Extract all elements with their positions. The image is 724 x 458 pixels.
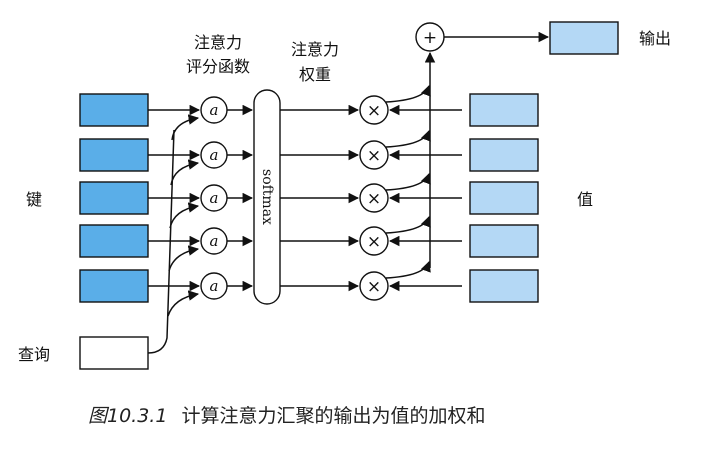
attention-weights-label-line2: 权重 [299,65,331,84]
scoring-function-label-line2: 评分函数 [186,57,250,76]
score-symbol: a [210,277,219,295]
score-symbol: a [210,146,219,164]
times-symbol: × [367,101,381,121]
query-to-score-arrow [169,202,200,229]
softmax-block [253,89,281,305]
multiply-node [359,226,389,256]
output-label: 输出 [639,29,671,48]
multiply-to-bus-arrow [385,216,431,234]
value-box [469,93,539,127]
value-box [469,138,539,172]
plus-symbol: + [423,28,437,48]
scoring-function-label-line1: 注意力 [194,33,242,52]
multiply-node [359,183,389,213]
query-to-score-arrow [171,114,200,141]
key-box [79,224,149,258]
query-to-score-arrow [168,245,200,272]
attention-weights-label-line1: 注意力 [291,40,339,59]
values-label: 值 [577,190,593,209]
times-symbol: × [367,146,381,166]
key-box [79,93,149,127]
query-to-score-arrow [167,290,200,317]
multiply-to-bus-arrow [385,173,431,191]
score-symbol: a [210,101,219,119]
value-box [469,269,539,303]
rows-group: a × a × a × a × a × [79,85,539,317]
key-box [79,138,149,172]
query-to-score-arrow [170,159,200,186]
caption-number: 图10.3.1 [88,405,167,427]
key-box [79,269,149,303]
score-symbol: a [210,189,219,207]
caption-text: 计算注意力汇聚的输出为值的加权和 [181,405,485,427]
query-box [79,336,149,370]
multiply-node [359,95,389,125]
multiply-node [359,140,389,170]
multiply-node [359,271,389,301]
multiply-to-bus-arrow [385,261,431,279]
output-box [549,21,619,55]
score-symbol: a [210,232,219,250]
times-symbol: × [367,277,381,297]
query-label: 查询 [18,345,50,364]
caption: 图10.3.1 计算注意力汇聚的输出为值的加权和 [88,405,485,427]
key-box [79,181,149,215]
query-bus [147,129,175,354]
multiply-to-bus-arrow [385,130,431,148]
softmax-label: softmax [259,169,275,225]
times-symbol: × [367,189,381,209]
times-symbol: × [367,232,381,252]
value-box [469,181,539,215]
value-box [469,224,539,258]
multiply-to-bus-arrow [385,85,431,103]
keys-label: 键 [26,190,42,209]
